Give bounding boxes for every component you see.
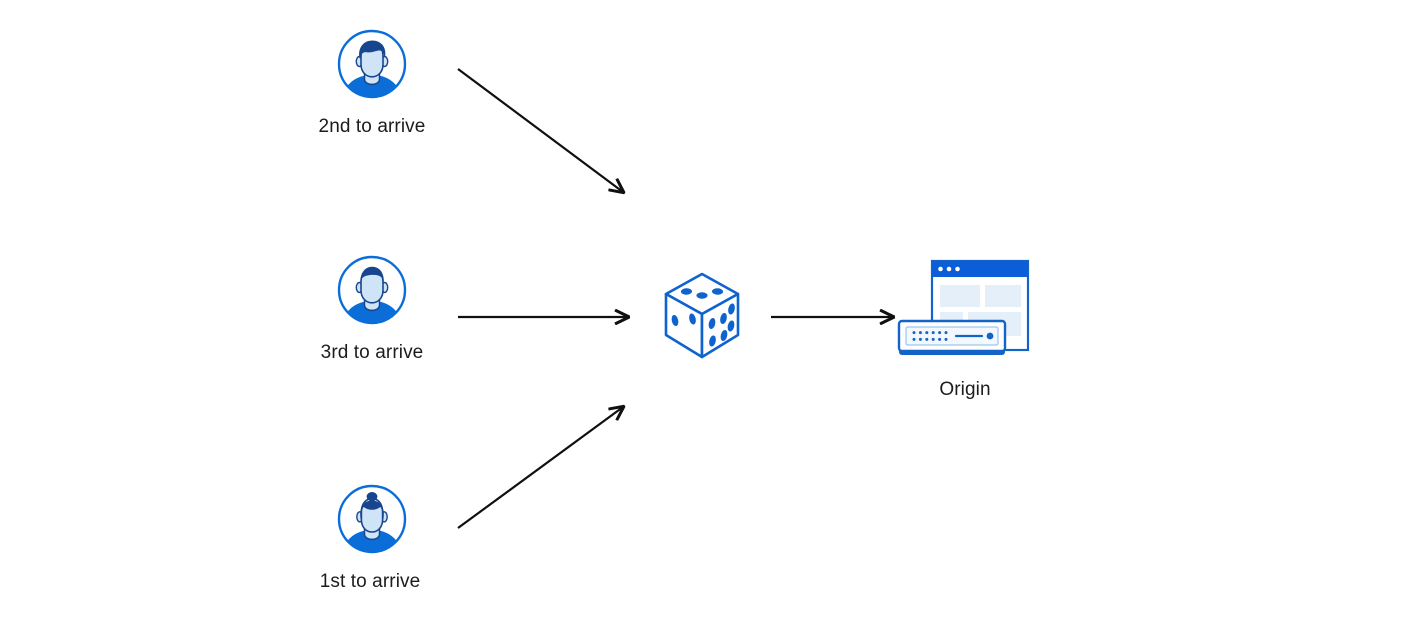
node-user-bottom bbox=[336, 483, 408, 555]
user-avatar-male-short-icon bbox=[336, 254, 408, 326]
origin-server-browser-icon bbox=[895, 258, 1035, 363]
node-user-top bbox=[336, 28, 408, 100]
arrow-user-bottom-to-dice bbox=[457, 407, 623, 529]
node-user-bottom-label: 1st to arrive bbox=[319, 571, 421, 592]
user-avatar-male-wavy-icon bbox=[336, 28, 408, 100]
node-user-middle-label: 3rd to arrive bbox=[320, 342, 424, 363]
node-origin bbox=[895, 258, 1035, 363]
node-randomizer bbox=[661, 271, 743, 363]
user-avatar-female-bun-icon bbox=[336, 483, 408, 555]
node-user-middle bbox=[336, 254, 408, 326]
node-origin-label: Origin bbox=[939, 379, 991, 400]
node-user-top-label: 2nd to arrive bbox=[318, 116, 426, 137]
dice-icon bbox=[661, 271, 743, 363]
server-appliance-shape bbox=[897, 319, 1007, 355]
